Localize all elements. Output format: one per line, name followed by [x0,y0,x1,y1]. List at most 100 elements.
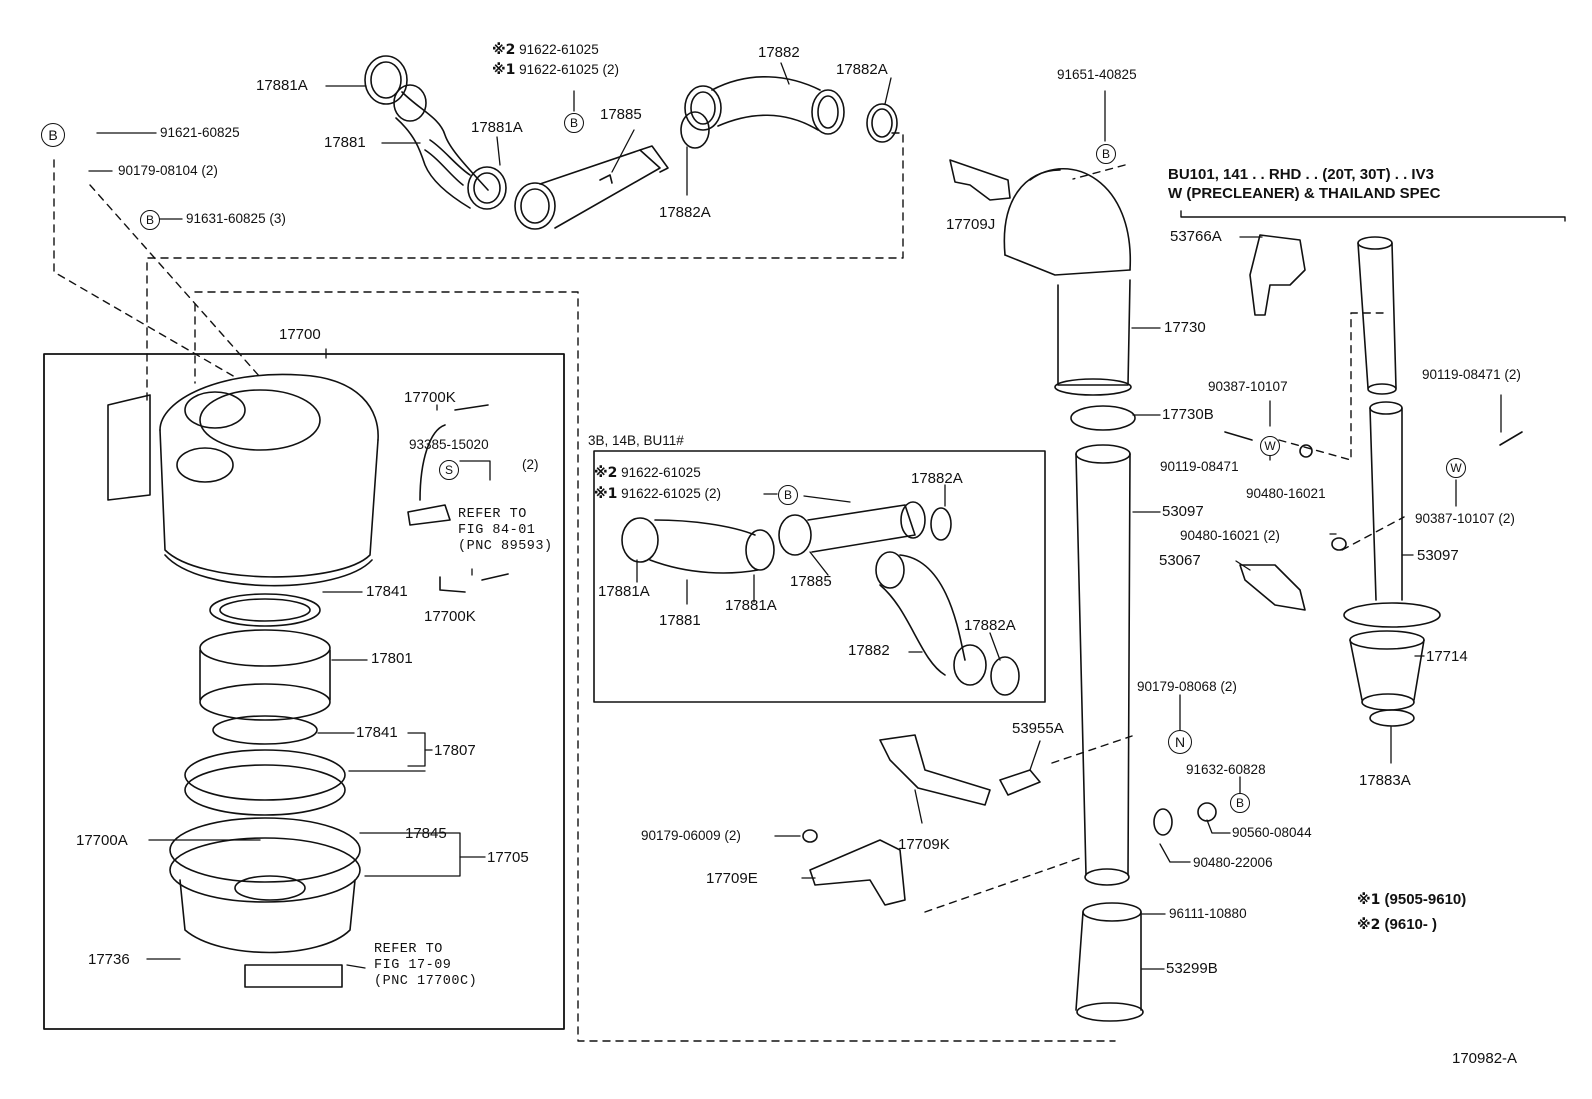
label-17881A-top-b: 17881A [471,119,523,136]
circle-b-inset: B [778,485,798,505]
label-17882-top: 17882 [758,44,800,61]
label-93385-qty: (2) [522,457,539,472]
circle-b-left: B [41,123,65,147]
intake-duct-17730 [1003,168,1132,396]
label-17736: 17736 [88,951,130,968]
circle-w-left: W [1260,436,1280,456]
label-refer-to-2: REFER TO [374,942,443,957]
label-17700K-top: 17700K [404,389,456,406]
bracket-17709E [809,839,906,906]
label-17807: 17807 [434,742,476,759]
air-cleaner-17700 [107,373,379,587]
inset-hoses [621,501,1020,696]
label-17841-b: 17841 [356,724,398,741]
label-53955A: 53955A [1012,720,1064,737]
label-90119-08471-2: 90119-08471 (2) [1422,367,1521,382]
label-90480-22006: 90480-22006 [1193,855,1273,870]
label-90387-10107: 90387-10107 [1208,379,1288,394]
label-fig-84-01: FIG 84-01 [458,523,536,538]
bolt-90119-08471 [1224,431,1253,441]
label-fig-17-09: FIG 17-09 [374,958,452,973]
circle-b-duct: B [1096,144,1116,164]
pnc-17700c-part [244,964,343,988]
mark-1-inset: ※1 [594,486,618,502]
label-17883A: 17883A [1359,772,1411,789]
precleaner-pipe-upper [1357,236,1397,395]
label-17801: 17801 [371,650,413,667]
circle-b-top: B [564,113,584,133]
label-90387-10107-2: 90387-10107 (2) [1415,511,1515,526]
label-53766A: 53766A [1170,228,1222,245]
legend-mark-1: ※1 [1357,892,1381,908]
label-17881A-inset-1: 17881A [598,583,650,600]
label-17882A-inset-2: 17882A [964,617,1016,634]
circle-n: N [1168,730,1192,754]
mark-1-top: ※1 [492,62,516,78]
label-17700A: 17700A [76,832,128,849]
label-17700: 17700 [279,326,321,343]
precleaner-pipe-53097 [1343,401,1441,628]
label-17709E: 17709E [706,870,758,887]
label-17845: 17845 [405,825,447,842]
hose-17885 [514,145,669,230]
label-17881-inset: 17881 [659,612,701,629]
label-17714: 17714 [1426,648,1468,665]
nut-90560-08044 [1197,802,1217,822]
bolt-90119-08471-b [1499,431,1523,446]
label-17882A-top: 17882A [836,61,888,78]
label-17885-inset: 17885 [790,573,832,590]
bracket-17709J [949,159,1011,201]
legend-1: ※1 (9505-9610) [1357,892,1466,907]
label-90119-08471: 90119-08471 [1160,459,1239,474]
label-93385-15020: 93385-15020 [409,437,489,452]
label-53097-right: 53097 [1417,547,1459,564]
label-17881-top: 17881 [324,134,366,151]
label-footer-code: 170982-A [1452,1050,1518,1067]
label-inset-title: 3B, 14B, BU11# [588,433,684,448]
hose-17881-assembly [364,55,507,210]
label-53097-left: 53097 [1162,503,1204,520]
label-90179-06009: 90179-06009 (2) [641,828,741,843]
bracket-53766A [1249,234,1306,316]
label-17700K-bottom: 17700K [424,608,476,625]
bracket-53067 [1239,564,1306,611]
label-m2-inset: ※2 91622-61025 [594,466,701,480]
inset-frame [593,450,1046,703]
label-spec-line-1: BU101, 141 . . RHD . . (20T, 30T) . . IV… [1168,166,1434,183]
circle-b-left-2: B [140,210,160,230]
label-91622-61025-2-inset: 91622-61025 (2) [621,486,721,501]
bracket-17709K [879,734,991,806]
label-17730B: 17730B [1162,406,1214,423]
label-17709J: 17709J [946,216,996,233]
mark-2-top: ※2 [492,42,516,58]
nut-90179-06009 [802,829,818,843]
pipe-53097-left [1075,444,1131,886]
label-91622-61025-top: 91622-61025 [519,42,599,57]
label-17881A-inset-2: 17881A [725,597,777,614]
filter-element-stack [169,593,361,954]
legend-range-2: (9610- ) [1384,916,1438,933]
legend-mark-2: ※2 [1357,917,1381,933]
label-91622-61025-2-top: 91622-61025 (2) [519,62,619,77]
label-90480-16021: 90480-16021 [1246,486,1326,501]
sensor-53955A [999,769,1041,796]
label-17882A-bottom: 17882A [659,204,711,221]
boot-17714 [1349,630,1425,711]
label-17885-top: 17885 [600,106,642,123]
label-17882-inset: 17882 [848,642,890,659]
label-17705: 17705 [487,849,529,866]
clamp-17730B [1070,405,1136,431]
boot-53299B [1075,902,1144,1022]
clamp-17883A [1369,709,1415,727]
circle-w-right: W [1446,458,1466,478]
label-17881A-top: 17881A [256,77,308,94]
nut-90480-22006 [1153,808,1173,836]
label-90179-08068: 90179-08068 (2) [1137,679,1237,694]
label-17730: 17730 [1164,319,1206,336]
label-91632-60828: 91632-60828 [1186,762,1266,777]
label-refer-to-1: REFER TO [458,507,527,522]
label-17882A-inset-1: 17882A [911,470,963,487]
label-53067: 53067 [1159,552,1201,569]
